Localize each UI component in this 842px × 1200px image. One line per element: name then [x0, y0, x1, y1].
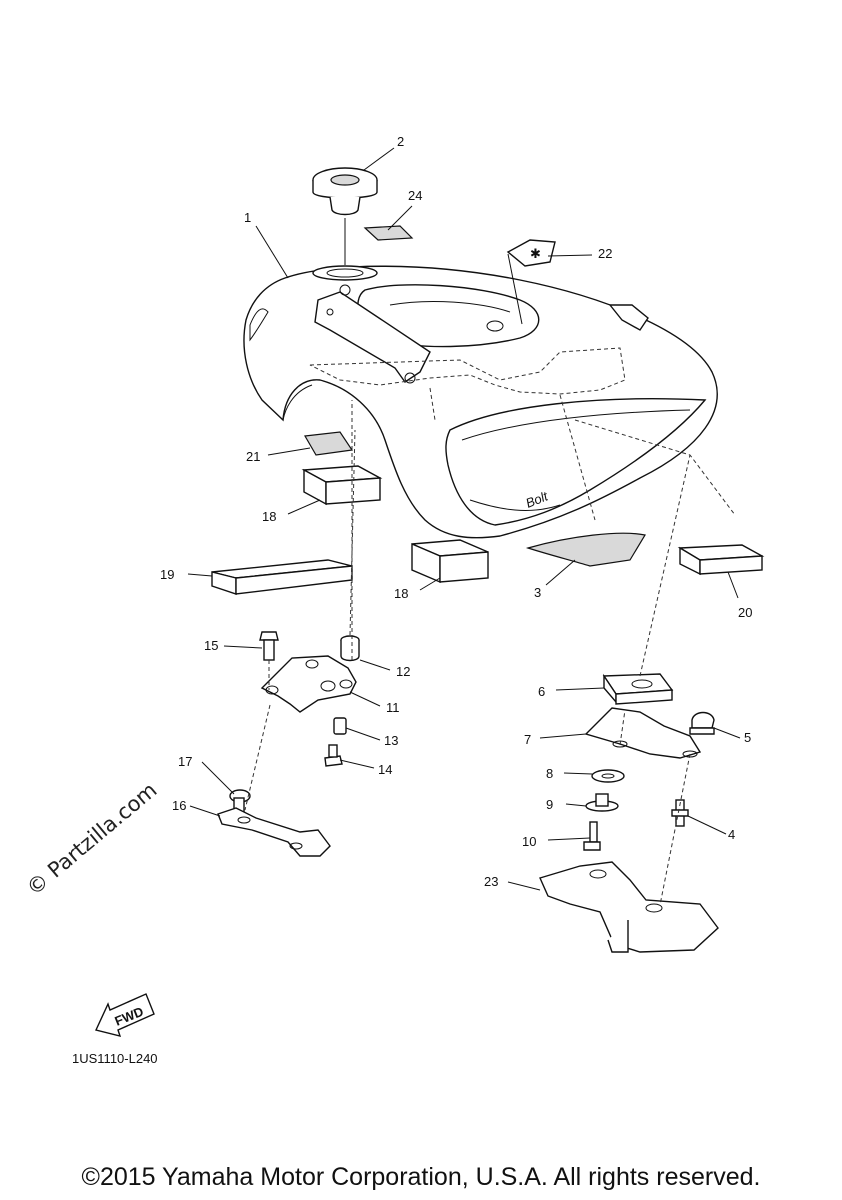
svg-text:✱: ✱ [530, 246, 541, 261]
fuel-tank: Bolt [243, 265, 736, 539]
callout-5: 5 [744, 730, 751, 745]
callout-4: 4 [728, 827, 735, 842]
pad-3 [525, 532, 646, 567]
callout-13: 13 [384, 733, 398, 748]
fuel-cap [312, 167, 378, 265]
callout-3: 3 [534, 585, 541, 600]
emblem-22 [506, 239, 556, 267]
callout-17: 17 [178, 754, 192, 769]
damper-block-20 [677, 544, 765, 576]
callout-21: 21 [246, 449, 260, 464]
callout-6: 6 [538, 684, 545, 699]
damper-block-upper [301, 465, 383, 506]
callout-8: 8 [546, 766, 553, 781]
callout-19: 19 [160, 567, 174, 582]
callout-12: 12 [396, 664, 410, 679]
callout-23: 23 [484, 874, 498, 889]
callout-16: 16 [172, 798, 186, 813]
callout-2: 2 [397, 134, 404, 149]
label-24 [363, 225, 414, 241]
pad-21 [304, 431, 354, 456]
callout-14: 14 [378, 762, 392, 777]
diagram-code: 1US1110-L240 [72, 1051, 158, 1066]
copyright-notice: ©2015 Yamaha Motor Corporation, U.S.A. A… [81, 1163, 761, 1191]
callout-24: 24 [408, 188, 422, 203]
callout-20: 20 [738, 605, 752, 620]
front-bracket-assembly [217, 400, 360, 857]
callout-7: 7 [524, 732, 531, 747]
rear-bracket-assembly [539, 454, 719, 953]
callout-9: 9 [546, 797, 553, 812]
callout-18-upper: 18 [262, 509, 276, 524]
callout-18-lower: 18 [394, 586, 408, 601]
pad-19 [211, 559, 353, 595]
damper-block-lower [411, 539, 489, 584]
fwd-arrow-icon: FWD [95, 993, 155, 1037]
leader-lines [187, 147, 741, 891]
callout-15: 15 [204, 638, 218, 653]
callout-labels: 1 2 3 4 5 6 7 8 9 10 11 12 13 14 15 16 1… [160, 134, 752, 889]
callout-11: 11 [386, 700, 400, 715]
callout-22: 22 [598, 246, 612, 261]
callout-10: 10 [522, 834, 536, 849]
callout-1: 1 [244, 210, 251, 225]
